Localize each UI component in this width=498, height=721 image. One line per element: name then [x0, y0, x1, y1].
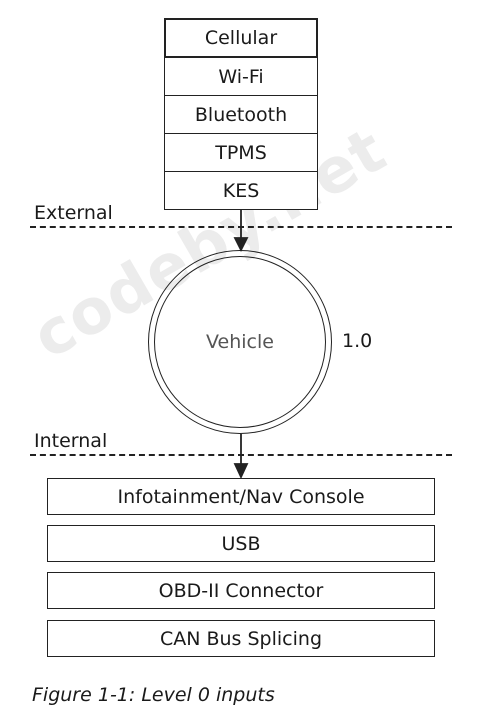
figure-caption: Figure 1-1: Level 0 inputs [32, 684, 275, 706]
arrow-external-head [233, 237, 249, 253]
vehicle-outer-circle [148, 250, 332, 434]
input-obd: OBD-II Connector [47, 572, 435, 609]
input-wifi: Wi-Fi [164, 58, 318, 96]
arrow-internal-head [233, 463, 249, 480]
external-label: External [34, 202, 113, 224]
input-tpms: TPMS [164, 134, 318, 172]
vehicle-version: 1.0 [342, 330, 373, 352]
vehicle-name: Vehicle [206, 331, 274, 353]
external-inputs-stack: Cellular Wi-Fi Bluetooth TPMS KES [164, 18, 318, 210]
input-bluetooth: Bluetooth [164, 96, 318, 134]
input-usb: USB [47, 525, 435, 562]
input-infotainment: Infotainment/Nav Console [47, 478, 435, 515]
input-can-bus: CAN Bus Splicing [47, 620, 435, 657]
internal-label: Internal [34, 430, 108, 452]
input-kes: KES [164, 172, 318, 210]
vehicle-node: Vehicle [154, 256, 326, 428]
input-cellular: Cellular [164, 18, 318, 58]
